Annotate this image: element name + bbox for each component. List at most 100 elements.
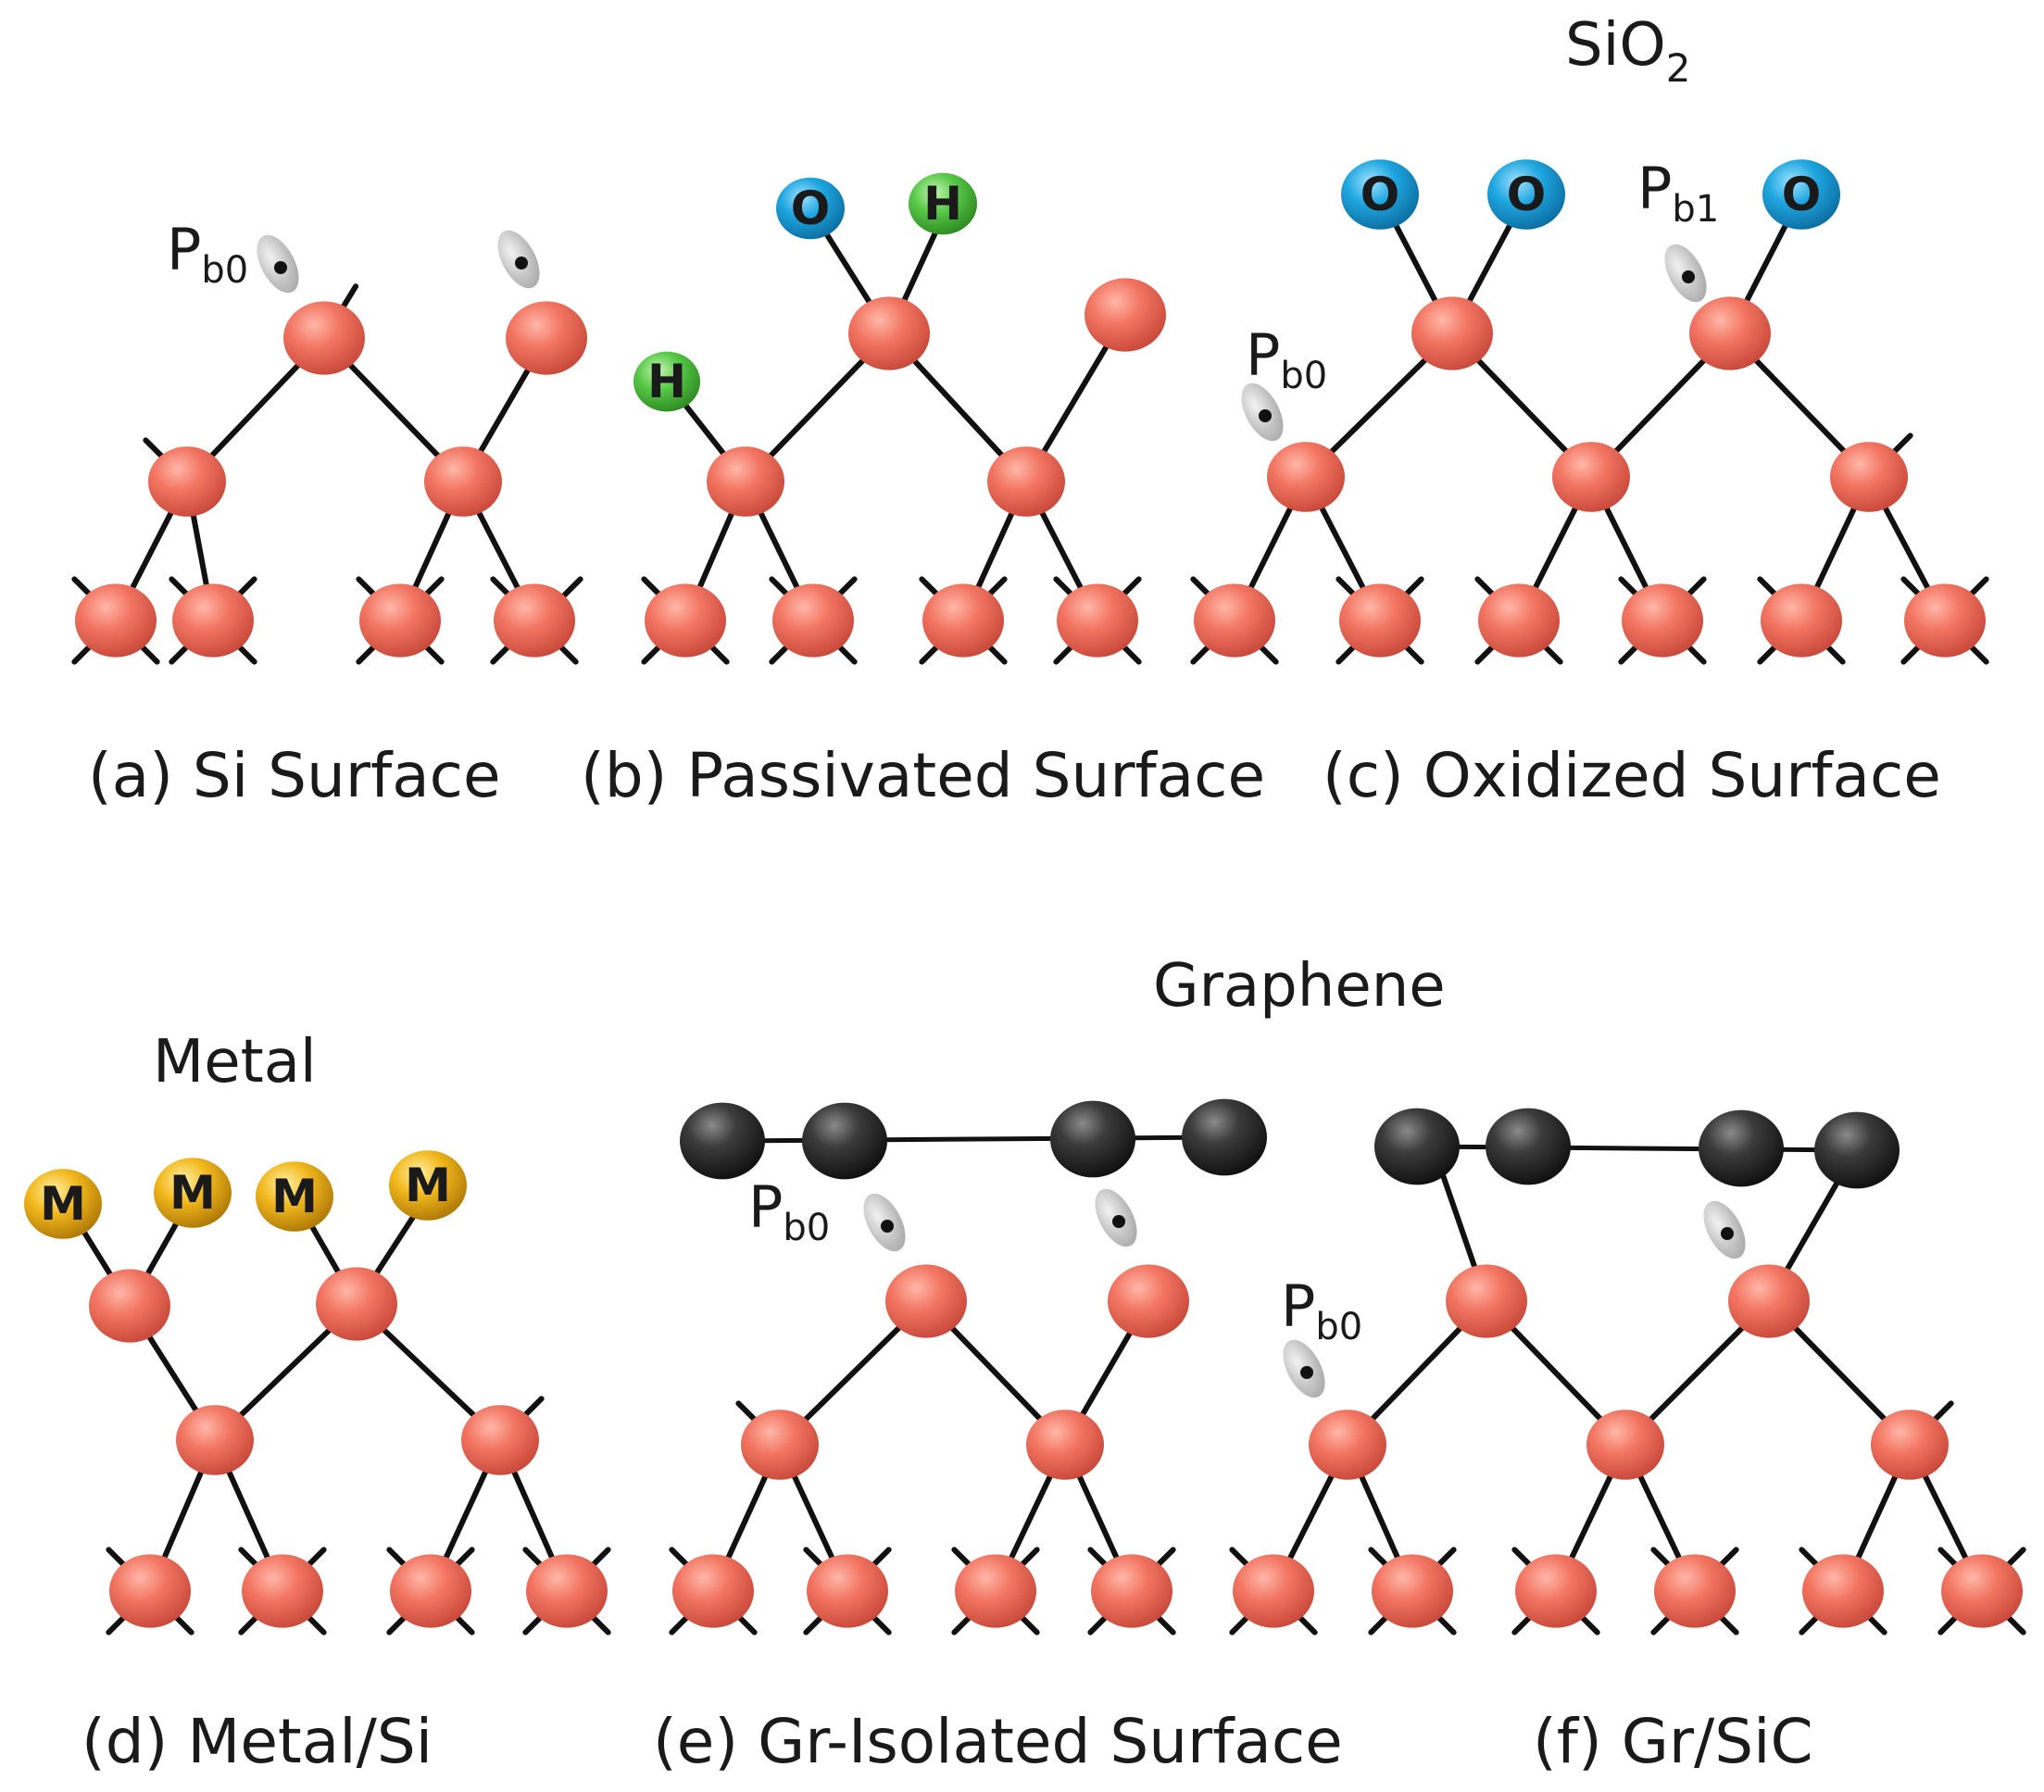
metal-atom: M: [24, 1169, 102, 1239]
pb0-label-c: Pb0: [1246, 321, 1327, 397]
electron-dot: [515, 257, 528, 269]
metal-atom-letter: M: [271, 1170, 318, 1223]
atom-layer: H O H O O O M M M M: [24, 159, 2023, 1628]
hydrogen-atom-letter: H: [923, 177, 962, 231]
dangling-bond-lobe: [1241, 382, 1284, 442]
heading-metal: Metal: [153, 1028, 317, 1097]
metal-atom-letter: M: [40, 1177, 86, 1231]
silicon-atom: [645, 583, 726, 658]
silicon-atom: [987, 446, 1065, 517]
caption-d: (d) Metal/Si: [82, 1706, 433, 1777]
silicon-atom: [1446, 1264, 1527, 1338]
dangling-bond-lobe: [1703, 1200, 1746, 1259]
oxygen-atom: O: [1487, 159, 1565, 230]
silicon-atom: [1904, 583, 1986, 658]
heading-sio2-subscript: 2: [1666, 45, 1691, 91]
silicon-atom: [1802, 1554, 1884, 1628]
silicon-atom: [316, 1267, 397, 1341]
electron-dot: [1300, 1366, 1313, 1379]
metal-atom: M: [389, 1150, 467, 1221]
silicon-atom: [109, 1554, 191, 1628]
silicon-atom: [707, 446, 784, 517]
caption-e: (e) Gr-Isolated Surface: [653, 1706, 1343, 1777]
silicon-atom: [885, 1264, 967, 1338]
silicon-atom: [1871, 1410, 1949, 1480]
oxygen-atom-letter: O: [1507, 168, 1547, 221]
silicon-atom: [1728, 1264, 1810, 1338]
silicon-atom: [741, 1410, 819, 1480]
silicon-atom: [1267, 442, 1345, 512]
metal-atom-letter: M: [169, 1166, 216, 1220]
silicon-atom: [359, 583, 441, 658]
carbon-atom: [1182, 1098, 1267, 1176]
silicon-atom: [1761, 583, 1842, 658]
silicon-atom: [424, 446, 502, 517]
carbon-atom: [680, 1102, 765, 1180]
silicon-atom: [1233, 1554, 1314, 1628]
carbon-atom: [1699, 1109, 1784, 1187]
dangling-bond-lobe: [257, 234, 299, 294]
silicon-atom: [172, 583, 254, 658]
silicon-atom: [148, 446, 226, 517]
silicon-atom: [89, 1269, 170, 1343]
silicon-atom: [506, 301, 587, 375]
oxygen-atom: O: [776, 177, 845, 240]
pb0-label-e: Pb0: [748, 1173, 830, 1249]
pb0-label-a: Pb0: [167, 216, 248, 292]
dangling-bond-lobe: [1664, 244, 1707, 303]
silicon-atom: [1309, 1410, 1386, 1480]
silicon-atom: [1689, 296, 1771, 370]
silicon-atom: [1085, 278, 1166, 352]
dangling-bond-lobe: [1095, 1188, 1137, 1247]
electron-dot: [1259, 409, 1272, 422]
silicon-atom: [1411, 296, 1493, 370]
oxygen-atom: O: [1341, 159, 1419, 230]
silicon-atom: [176, 1405, 254, 1475]
silicon-atom: [1830, 442, 1908, 512]
silicon-atom: [1057, 583, 1138, 658]
hydrogen-atom: H: [633, 351, 700, 412]
caption-a: (a) Si Surface: [88, 740, 501, 811]
silicon-atom: [1552, 442, 1630, 512]
dangling-bond-lobe: [1283, 1339, 1325, 1398]
silicon-atom: [1372, 1554, 1453, 1628]
carbon-atom: [1814, 1111, 1900, 1189]
silicon-atom: [807, 1554, 888, 1628]
silicon-atom: [75, 583, 157, 658]
silicon-atom: [1515, 1554, 1597, 1628]
caption-c: (c) Oxidized Surface: [1323, 740, 1941, 811]
heading-sio2: SiO2: [1565, 11, 1691, 91]
metal-atom: M: [256, 1161, 333, 1232]
carbon-atom: [802, 1102, 887, 1180]
silicon-atom: [283, 301, 365, 375]
electron-dot: [1112, 1215, 1125, 1228]
electron-dot: [881, 1220, 894, 1233]
silicon-atom: [390, 1554, 471, 1628]
dangling-bond-lobe: [863, 1193, 906, 1252]
oxygen-atom-letter: O: [791, 182, 831, 235]
graphene-bond: [720, 1134, 1227, 1144]
metal-atom-letter: M: [405, 1159, 451, 1212]
oxygen-atom-letter: O: [1782, 168, 1822, 221]
silicon-atom: [461, 1405, 539, 1475]
dangling-bond-lobe: [497, 230, 540, 289]
silicon-atom: [1586, 1410, 1664, 1480]
silicon-atom: [1026, 1410, 1104, 1480]
silicon-atom: [772, 583, 854, 658]
silicon-atom: [1339, 583, 1421, 658]
silicon-atom: [848, 296, 930, 370]
heading-graphene: Graphene: [1153, 952, 1446, 1021]
silicon-atom: [1091, 1554, 1172, 1628]
oxygen-atom-letter: O: [1361, 168, 1400, 221]
silicon-atom: [1622, 583, 1703, 658]
hydrogen-atom: H: [909, 172, 977, 235]
oxygen-atom: O: [1762, 159, 1840, 230]
pb1-label-c: Pb1: [1637, 155, 1719, 231]
carbon-atom: [1486, 1108, 1571, 1185]
caption-f: (f) Gr/SiC: [1533, 1706, 1813, 1777]
silicon-atom: [1941, 1554, 2023, 1628]
metal-atom: M: [154, 1158, 232, 1228]
electron-dot: [1682, 270, 1695, 283]
silicon-atom: [526, 1554, 608, 1628]
